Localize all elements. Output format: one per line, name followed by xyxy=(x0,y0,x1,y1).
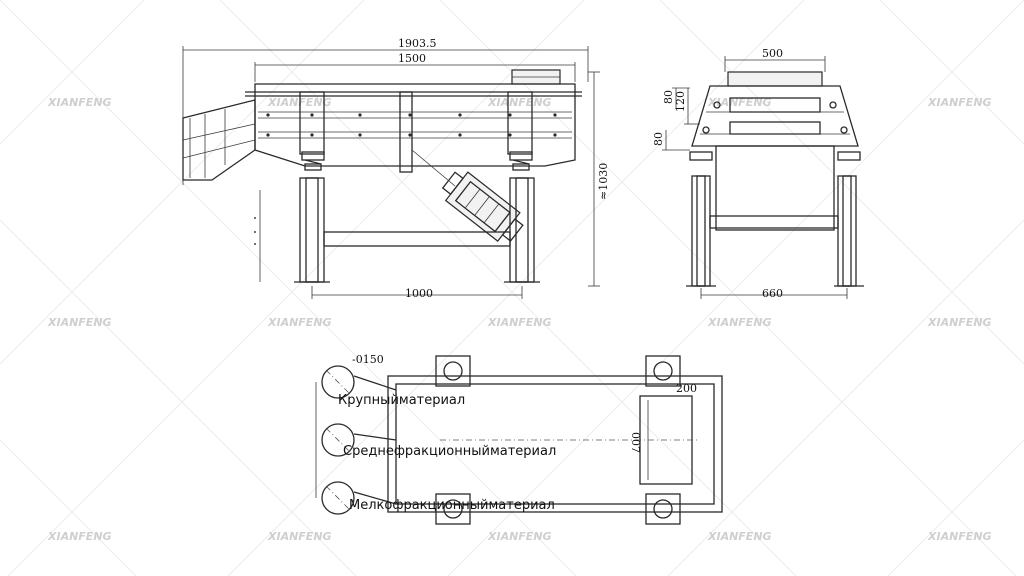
watermark-text: XIANFENG xyxy=(707,96,772,109)
watermark-text: XIANFENG xyxy=(487,316,552,329)
dim-outlet-diameter: -0150 xyxy=(352,353,384,366)
dim-base-width: 660 xyxy=(762,287,783,300)
side-view: 1903.5 1500 ≈1030 xyxy=(182,37,610,300)
watermark-text: XIANFENG xyxy=(487,530,552,543)
watermark-text: XIANFENG xyxy=(927,96,992,109)
end-view: 500 80 120 80 660 xyxy=(652,47,864,300)
dim-height: ≈1030 xyxy=(597,163,610,200)
dim-inlet-width: 500 xyxy=(762,47,783,60)
watermark-text: XIANFENG xyxy=(267,96,332,109)
dim-007: 007 xyxy=(629,432,642,453)
watermark-text: XIANFENG xyxy=(47,316,112,329)
watermark-text: XIANFENG xyxy=(267,530,332,543)
medium-material-label: Среднефракционныйматериал xyxy=(343,444,556,459)
watermark-text: XIANFENG xyxy=(707,316,772,329)
watermark-text: XIANFENG xyxy=(267,316,332,329)
watermark-text: XIANFENG xyxy=(927,316,992,329)
watermark-labels: XIANFENG XIANFENG XIANFENG XIANFENG XIANFENG… xyxy=(47,96,992,543)
dim-base-length: 1000 xyxy=(405,287,433,300)
watermark-text: XIANFENG xyxy=(927,530,992,543)
coarse-material-label: Крупныйматериал xyxy=(338,393,465,408)
watermark-text: XIANFENG xyxy=(47,96,112,109)
watermark-text: XIANFENG xyxy=(487,96,552,109)
watermark-text: XIANFENG xyxy=(47,530,112,543)
dim-80-lower: 80 xyxy=(652,132,665,146)
watermark-text: XIANFENG xyxy=(707,530,772,543)
dim-120: 120 xyxy=(674,91,687,112)
top-view: -0150 200 007 Крупныйматериал xyxy=(315,353,723,525)
dim-200: 200 xyxy=(676,382,697,395)
dim-body-length: 1500 xyxy=(398,52,426,65)
dim-80-upper: 80 xyxy=(662,90,675,104)
dim-total-length: 1903.5 xyxy=(398,37,437,50)
fine-material-label: Мелкофракционныйматериал xyxy=(349,498,555,513)
